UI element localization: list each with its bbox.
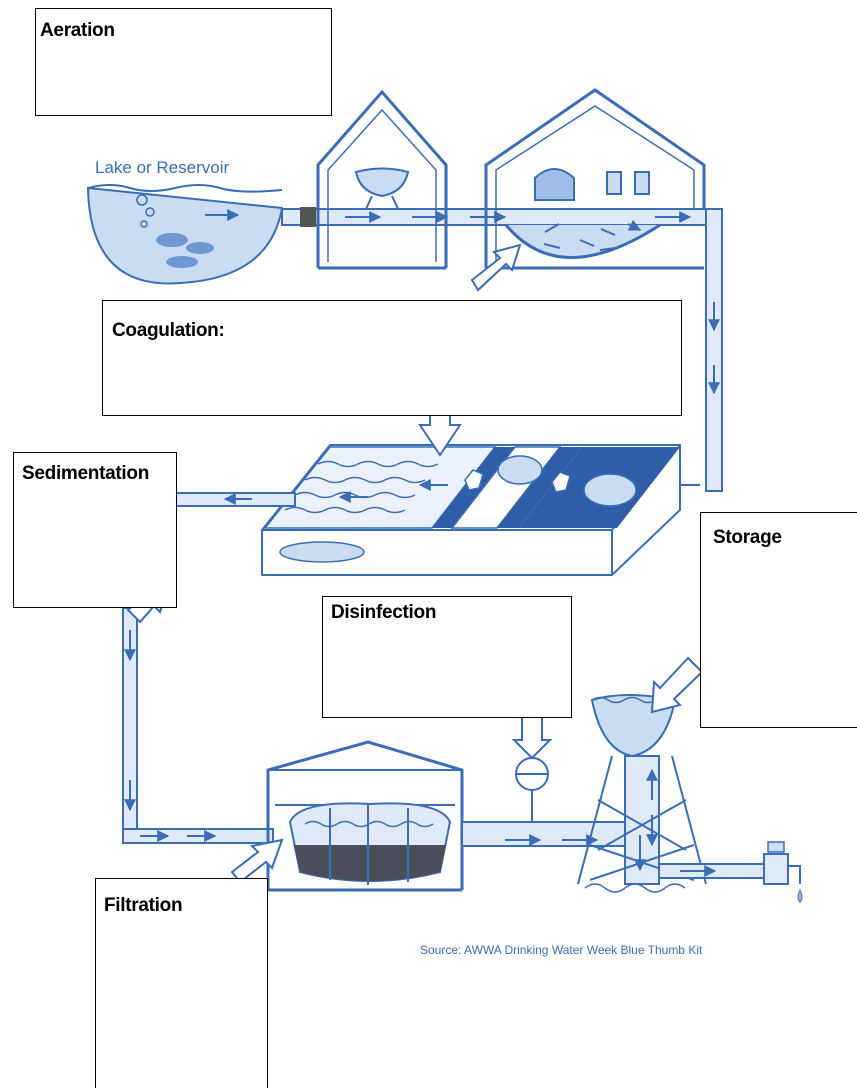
filtration-house	[230, 740, 464, 892]
lake-reservoir	[86, 184, 284, 285]
disinfection-box	[322, 596, 572, 718]
disinfection-label: Disinfection	[331, 602, 437, 623]
filtration-label: Filtration	[104, 895, 183, 916]
top-pipe	[281, 207, 723, 492]
aeration-label: Aeration	[40, 20, 115, 41]
coagulation-house	[470, 88, 706, 292]
water-tower	[577, 656, 803, 903]
coagulation-box	[102, 300, 682, 416]
sedimentation-box	[13, 452, 177, 608]
aeration-house	[316, 89, 448, 270]
lake-label: Lake or Reservoir	[95, 158, 230, 177]
aeration-box	[35, 8, 332, 116]
sedimentation-basin	[174, 405, 681, 576]
sedimentation-label: Sedimentation	[22, 463, 150, 484]
coagulation-label: Coagulation:	[112, 320, 225, 341]
storage-label: Storage	[713, 527, 782, 548]
source-text: Source: AWWA Drinking Water Week Blue Th…	[420, 943, 703, 957]
left-pipe	[122, 580, 274, 844]
storage-box	[700, 512, 857, 728]
filtration-box	[95, 878, 268, 1088]
